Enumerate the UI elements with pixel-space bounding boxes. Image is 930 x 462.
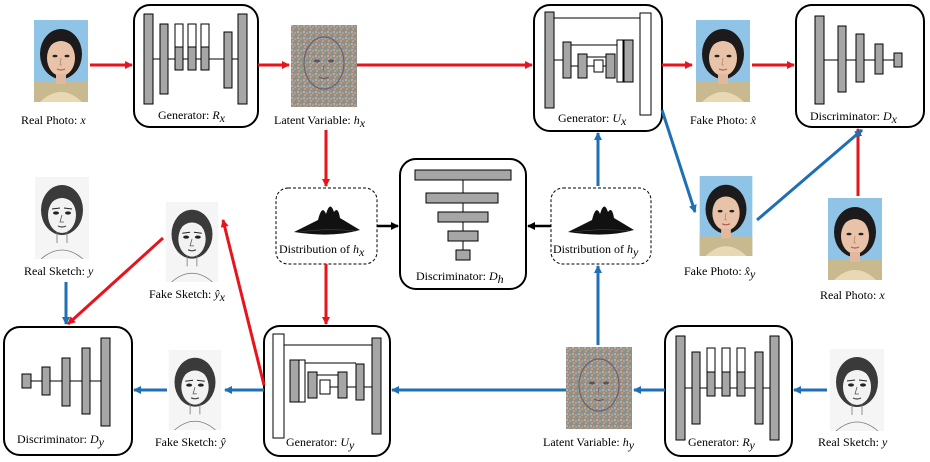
generator-ux-box: Generator: Ux xyxy=(533,4,663,132)
discriminator-dx-label: Discriminator: Dx xyxy=(810,109,898,126)
fake-photo-xhaty-image xyxy=(699,176,753,256)
distribution-hx-box: Distribution of hx xyxy=(275,187,378,265)
generator-ux-label: Generator: Ux xyxy=(558,111,627,128)
real-sketch-y-image xyxy=(34,177,90,259)
real-photo-x-right-image xyxy=(827,198,883,280)
fake-sketch-yhat-image xyxy=(168,350,222,430)
fake-photo-xhat-image xyxy=(695,20,751,102)
generator-ry-label: Generator: Ry xyxy=(688,435,755,452)
generator-rx-box: Generator: Rx xyxy=(133,4,259,128)
distribution-hy-label: Distribution of hy xyxy=(553,242,639,259)
blue-arrows xyxy=(62,109,863,394)
real-photo-x-label: Real Photo: x xyxy=(21,113,86,127)
fake-photo-xhat-label: Fake Photo: x̂ xyxy=(690,113,757,127)
latent-variable-hx-label: Latent Variable: hx xyxy=(274,113,366,130)
real-sketch-y-right-image xyxy=(829,349,885,431)
red-arrows xyxy=(66,61,862,386)
distribution-hy-box: Distribution of hy xyxy=(550,187,652,265)
fake-sketch-yhat-label: Fake Sketch: ŷ xyxy=(155,435,226,449)
latent-variable-hy-image xyxy=(566,347,632,429)
real-sketch-y-right-label: Real Sketch: y xyxy=(818,435,888,449)
real-sketch-y-label: Real Sketch: y xyxy=(24,264,94,278)
generator-ry-box: Generator: Ry xyxy=(664,325,793,457)
fake-sketch-yhatx-label: Fake Sketch: ŷx xyxy=(149,287,226,304)
discriminator-dy-label: Discriminator: Dy xyxy=(17,432,105,449)
fake-sketch-yhatx-image xyxy=(165,202,219,282)
fake-photo-xhaty-label: Fake Photo: x̂y xyxy=(684,264,756,281)
generator-uy-box: Generator: Uy xyxy=(263,325,391,457)
distribution-hx-label: Distribution of hx xyxy=(279,242,365,259)
discriminator-dh-label: Discriminator: Dh xyxy=(416,269,504,286)
discriminator-dh-box: Discriminator: Dh xyxy=(399,158,527,290)
discriminator-dx-box: Discriminator: Dx xyxy=(795,4,925,128)
discriminator-dy-box: Discriminator: Dy xyxy=(3,326,133,456)
real-photo-x-right-label: Real Photo: x xyxy=(820,288,885,302)
generator-uy-label: Generator: Uy xyxy=(286,435,355,452)
latent-variable-hx-image xyxy=(291,25,357,107)
real-photo-x-image xyxy=(34,20,88,102)
latent-variable-hy-label: Latent Variable: hy xyxy=(543,435,635,452)
generator-rx-label: Generator: Rx xyxy=(158,108,226,125)
